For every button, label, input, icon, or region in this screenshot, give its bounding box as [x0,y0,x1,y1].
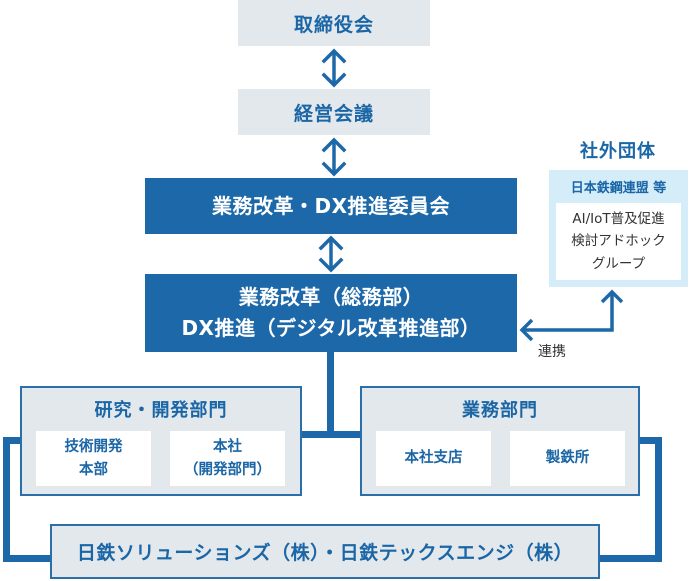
collaboration-arrow-icon [519,289,624,342]
business-unit: 製鉄所 [510,431,625,486]
rd-unit-line-2: 本部 [79,461,108,478]
rd-division-node: 研究・開発部門 技術開発 本部 本社 （開発部門） [20,386,302,496]
group-line-3: グループ [591,255,646,272]
rd-unit: 技術開発 本部 [36,431,151,486]
business-unit-label: 製鉄所 [545,450,590,467]
business-unit-label: 本社支店 [404,450,463,467]
group-companies-node: 日鉄ソリューションズ（株）・日鉄テックスエンジ（株） [50,524,600,579]
external-organization-node: 日本鉄鋼連盟 等 AI/IoT普及促進 検討アドホック グループ [549,170,688,287]
dx-committee-node: 業務改革・DX推進委員会 [145,178,517,234]
outer-loop-line [598,437,662,562]
double-arrow-icon [321,137,347,177]
management-meeting-node: 経営会議 [238,89,430,135]
rd-unit: 本社 （開発部門） [170,431,285,486]
rd-division-title: 研究・開発部門 [94,400,228,421]
double-arrow-icon [318,235,344,273]
board-of-directors-node: 取締役会 [238,0,430,46]
promotion-line-2: DX推進（デジタル改革推進部） [181,316,481,340]
business-division-node: 業務部門 本社支店 製鉄所 [360,386,640,496]
group-line-1: AI/IoT普及促進 [572,211,665,228]
rd-unit-line-1: 技術開発 [64,439,123,456]
rd-unit-line-2: （開発部門） [184,461,271,478]
dx-promotion-node: 業務改革（総務部） DX推進（デジタル改革推進部） [145,274,517,352]
business-unit: 本社支店 [376,431,491,486]
outer-loop-line [3,437,52,562]
dx-committee-label: 業務改革・DX推進委員会 [211,193,451,218]
board-label: 取締役会 [293,13,374,36]
external-organizations-title: 社外団体 [580,141,656,162]
rd-unit-line-1: 本社 [213,439,242,456]
group-line-2: 検討アドホック [571,233,666,250]
external-org-name: 日本鉄鋼連盟 等 [570,181,667,196]
management-meeting-label: 経営会議 [293,102,374,125]
promotion-line-1: 業務改革（総務部） [238,285,424,309]
ai-iot-group: AI/IoT普及促進 検討アドホック グループ [556,203,681,280]
double-arrow-icon [321,48,347,88]
group-companies-label: 日鉄ソリューションズ（株）・日鉄テックスエンジ（株） [76,542,574,564]
collaboration-label: 連携 [538,344,566,360]
org-tree-line [300,352,362,438]
business-division-title: 業務部門 [462,400,538,421]
